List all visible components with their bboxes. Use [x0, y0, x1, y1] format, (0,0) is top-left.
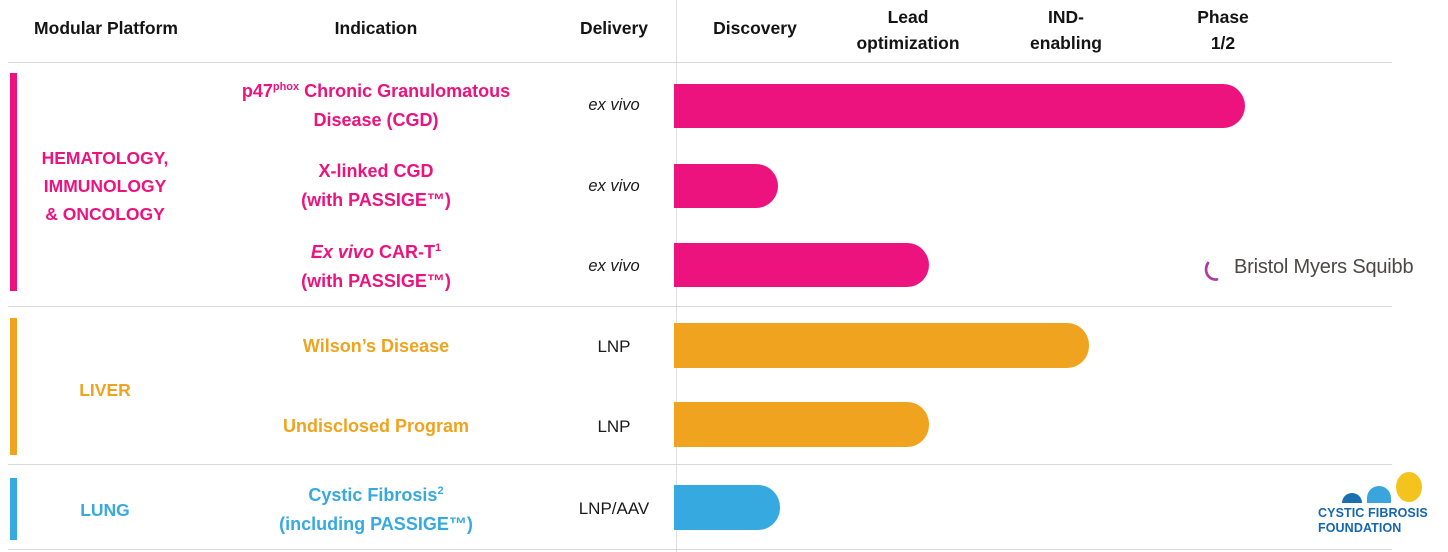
progress-bar-x-linked-cgd — [674, 164, 778, 208]
progress-bar-p47-cgd — [674, 84, 1245, 128]
progress-bar-cystic-fibrosis — [674, 485, 780, 530]
cystic-fibrosis-foundation-logo: CYSTIC FIBROSIS FOUNDATION — [1318, 471, 1438, 536]
cff-logo-text-line: CYSTIC FIBROSIS — [1318, 506, 1428, 520]
bms-hand-icon — [1204, 252, 1227, 281]
indication-superscript: phox — [272, 81, 300, 93]
stage-header-ind-enabling: IND- enabling — [991, 4, 1141, 56]
delivery-value: ex vivo — [588, 96, 640, 114]
indication-line: (with PASSIGE™) — [301, 190, 451, 210]
platform-label-line: & ONCOLOGY — [45, 204, 165, 224]
indication-undisclosed-program: Undisclosed Program — [282, 416, 470, 436]
indication-text: Chronic Granulomatous — [299, 81, 511, 101]
indication-line: (with PASSIGE™) — [301, 271, 451, 291]
stage-header-line: Lead — [887, 7, 929, 27]
stage-header-line: enabling — [1030, 33, 1102, 53]
cff-dark-dome-icon — [1342, 493, 1362, 503]
indication-line: Disease (CGD) — [313, 110, 439, 130]
indication-line: (including PASSIGE™) — [279, 514, 473, 534]
cff-light-dome-icon — [1367, 486, 1391, 503]
platform-label-lung: LUNG — [80, 500, 130, 520]
progress-bar-ex-vivo-car-t — [674, 243, 929, 287]
indication-wilsons-disease: Wilson’s Disease — [302, 336, 450, 356]
delivery-value: LNP — [597, 417, 631, 436]
indication-line: p47phox Chronic Granulomatous — [211, 77, 541, 106]
indication-superscript: 1 — [434, 242, 442, 254]
section-strip-lung — [10, 478, 17, 540]
indication-text: p47 — [241, 81, 273, 101]
column-header-platform: Modular Platform — [34, 18, 178, 38]
row-separator-line — [8, 62, 1392, 63]
indication-cystic-fibrosis: Cystic Fibrosis2 (including PASSIGE™) — [211, 481, 541, 539]
indication-superscript: 2 — [437, 485, 444, 497]
row-separator-line — [8, 549, 1392, 550]
stage-header-line: 1/2 — [1210, 33, 1236, 53]
indication-text: Cystic Fibrosis — [308, 485, 438, 505]
delivery-value: LNP — [597, 337, 631, 356]
stage-header-line: IND- — [1048, 7, 1084, 27]
stage-header-line: Phase — [1197, 7, 1249, 27]
delivery-value: LNP/AAV — [578, 499, 650, 518]
indication-p47-cgd: p47phox Chronic Granulomatous Disease (C… — [211, 77, 541, 135]
indication-text: Ex vivo — [310, 242, 374, 262]
indication-line: X-linked CGD — [318, 161, 434, 181]
stage-header-line: optimization — [856, 33, 960, 53]
cff-logo-text-line: FOUNDATION — [1318, 521, 1402, 535]
cff-yellow-circle-icon — [1396, 472, 1422, 502]
column-header-delivery: Delivery — [579, 18, 649, 38]
indication-text: CAR-T — [373, 242, 435, 262]
indication-x-linked-cgd: X-linked CGD (with PASSIGE™) — [211, 157, 541, 215]
indication-line: Cystic Fibrosis2 — [211, 481, 541, 510]
row-separator-line — [8, 306, 1392, 307]
row-separator-line — [8, 464, 1392, 465]
indication-ex-vivo-car-t: Ex vivo CAR-T1 (with PASSIGE™) — [211, 238, 541, 296]
platform-label-line: HEMATOLOGY, — [41, 148, 169, 168]
cff-logo-text: CYSTIC FIBROSIS FOUNDATION — [1318, 506, 1438, 536]
stage-header-phase-1-2: Phase 1/2 — [1158, 4, 1288, 56]
progress-bar-undisclosed-program — [674, 402, 929, 447]
column-header-indication: Indication — [334, 18, 418, 38]
cff-logo-shapes-icon — [1342, 471, 1438, 503]
progress-bar-wilsons-disease — [674, 323, 1089, 368]
stage-header-lead-optimization: Lead optimization — [833, 4, 983, 56]
platform-label-hematology: HEMATOLOGY, IMMUNOLOGY & ONCOLOGY — [10, 144, 200, 228]
indication-line: Ex vivo CAR-T1 — [211, 238, 541, 267]
platform-label-liver: LIVER — [79, 380, 131, 400]
section-strip-hematology — [10, 73, 17, 291]
delivery-value: ex vivo — [588, 177, 640, 195]
bristol-myers-squibb-logo: Bristol Myers Squibb — [1202, 249, 1414, 285]
stage-header-discovery: Discovery — [713, 18, 797, 38]
section-strip-liver — [10, 318, 17, 455]
delivery-value: ex vivo — [588, 257, 640, 275]
platform-label-line: IMMUNOLOGY — [43, 176, 167, 196]
bms-logo-text: Bristol Myers Squibb — [1234, 255, 1414, 278]
